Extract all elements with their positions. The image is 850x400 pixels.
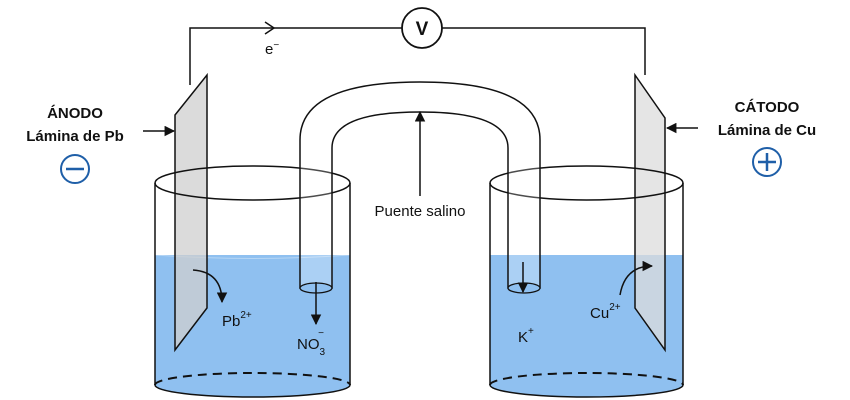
- cathode-label-group: CÁTODO Lámina de Cu: [665, 99, 816, 177]
- anode-title: ÁNODO: [47, 105, 103, 122]
- pb-ion-label: Pb2+: [222, 310, 252, 330]
- external-circuit-wire: [189, 21, 646, 85]
- electron-label: e−: [265, 40, 279, 58]
- voltmeter: V: [401, 7, 443, 49]
- anode-plate-label: Lámina de Pb: [26, 128, 124, 145]
- potassium-ion-label: K+: [518, 326, 534, 346]
- anode-beaker: [154, 72, 351, 398]
- cathode-plate-label: Lámina de Cu: [718, 122, 816, 139]
- cathode-title: CÁTODO: [735, 99, 800, 116]
- lead-electrode-plate: [174, 72, 208, 353]
- voltmeter-symbol: V: [416, 19, 429, 40]
- copper-electrode-plate: [634, 72, 666, 353]
- salt-bridge-label: Puente salino: [375, 203, 466, 220]
- pb-ion-release-arrow-icon: [192, 269, 228, 304]
- cu-ion-deposit-arrow-icon: [619, 260, 654, 296]
- nitrate-ion-label: NO3−: [297, 328, 326, 358]
- cathode-beaker: [489, 72, 684, 398]
- plus-sign-icon: [752, 147, 782, 177]
- electron-flow-arrow-icon: [264, 21, 276, 35]
- cu-ion-label: Cu2+: [590, 302, 621, 322]
- anode-label-group: ÁNODO Lámina de Pb: [26, 105, 176, 184]
- minus-sign-icon: [60, 154, 90, 184]
